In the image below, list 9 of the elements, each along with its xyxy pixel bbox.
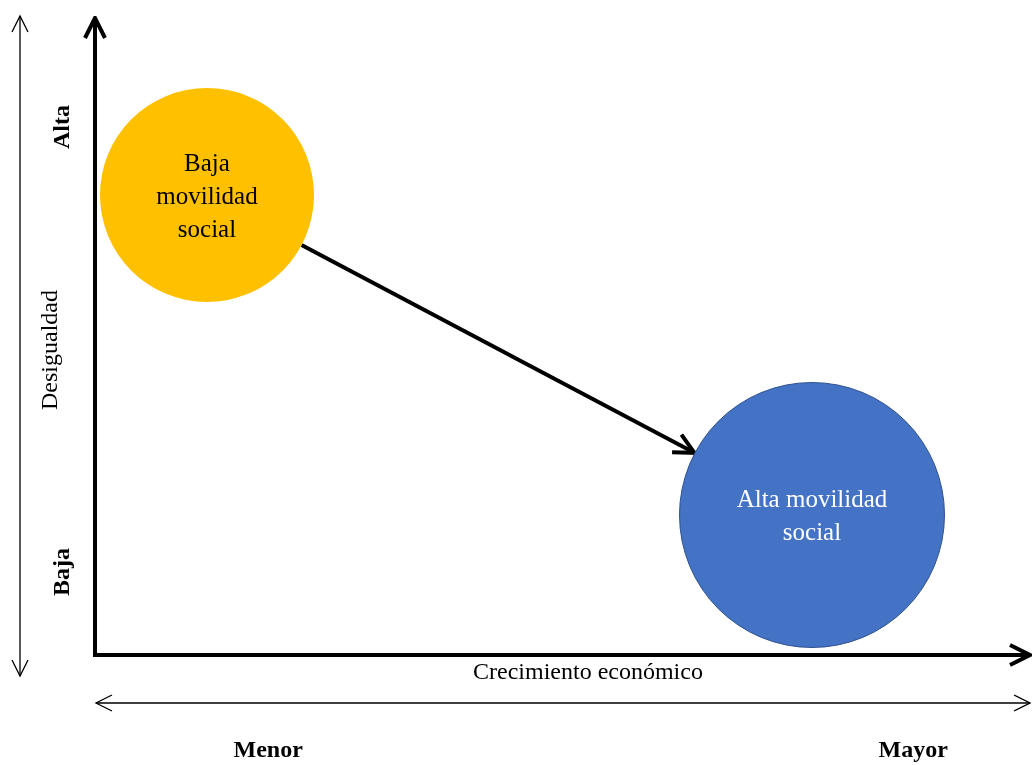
axis-end-label: Baja bbox=[48, 548, 75, 596]
axis-title: Desigualdad bbox=[36, 290, 63, 410]
arrow bbox=[300, 243, 697, 455]
axis-title: Crecimiento económico bbox=[473, 658, 703, 685]
axis-end-label: Menor bbox=[233, 736, 303, 763]
node-text: Alta movilidad social bbox=[735, 484, 889, 547]
node-text: Baja movilidad social bbox=[155, 147, 259, 244]
axis-end-label: Mayor bbox=[878, 736, 948, 763]
axis-end-label: Alta bbox=[48, 105, 75, 149]
